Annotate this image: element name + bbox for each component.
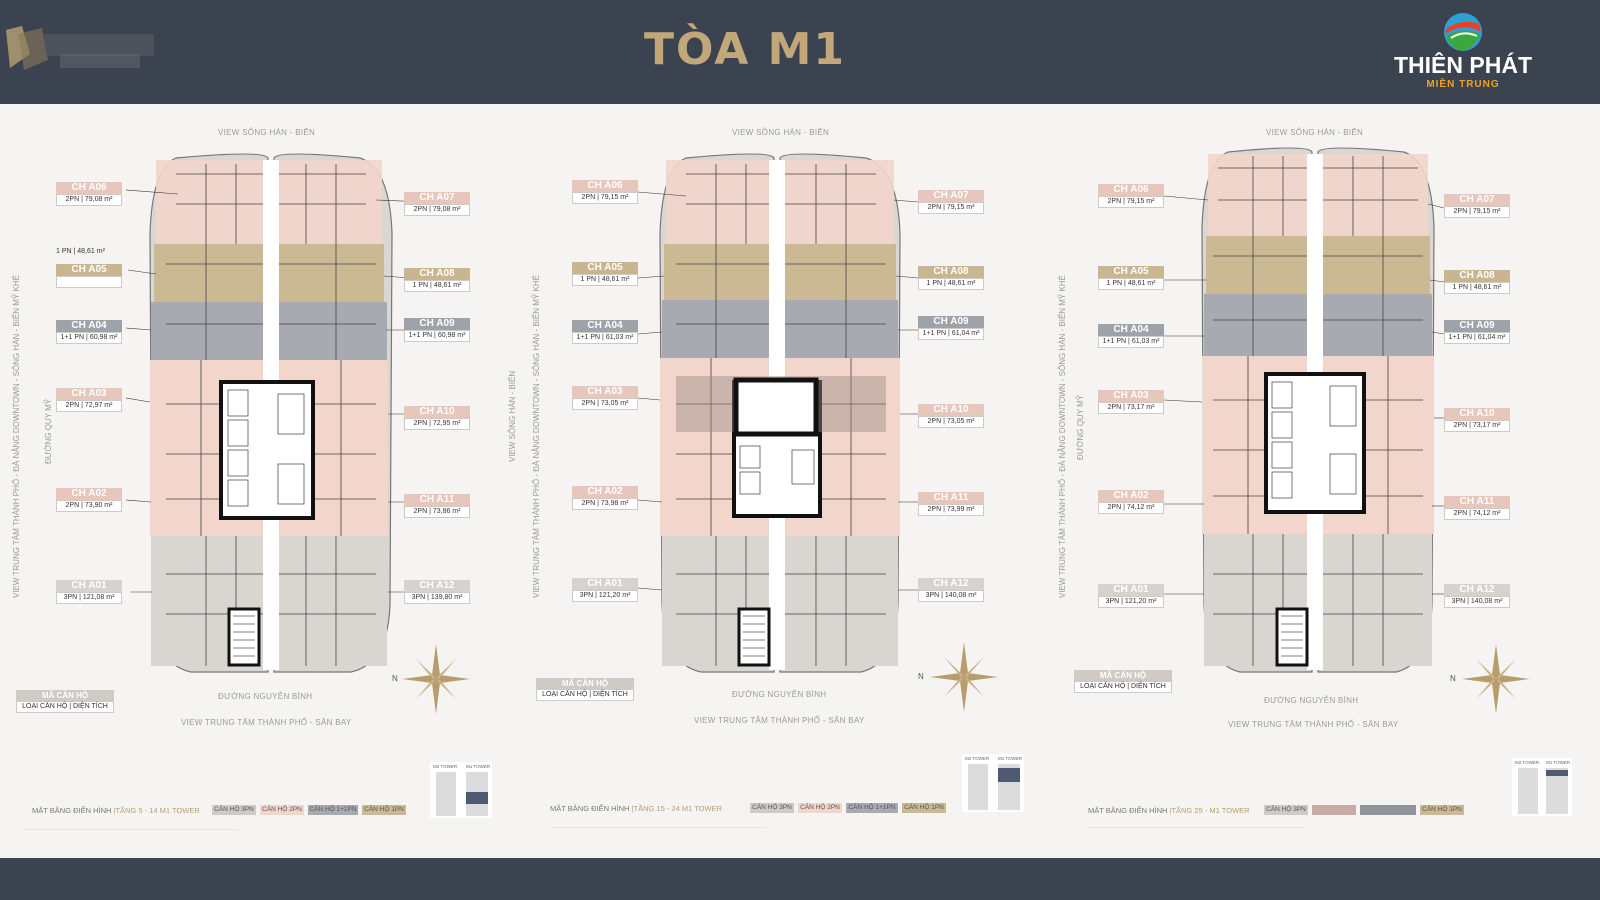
disclaimer-note: ……………………………………………………………………………………………… (22, 826, 238, 832)
header-bar: TÒA M1 THIÊN PHÁT MIỀN TRUNG (0, 0, 1600, 104)
floorplan-drawing (1163, 147, 1445, 673)
brand-subtitle: MIỀN TRUNG (1426, 79, 1500, 90)
brand-logo: THIÊN PHÁT MIỀN TRUNG (1378, 12, 1548, 96)
tower-thumbnail: M2 TOWER M1 TOWER (962, 754, 1024, 812)
typical-floor-label: MẶT BẰNG ĐIỂN HÌNH |TẦNG 15 - 24 M1 TOWE… (550, 804, 722, 813)
floorplan-drawing (125, 153, 427, 673)
view-label-left: VIEW TRUNG TÂM THÀNH PHỐ - ĐÀ NẴNG DOWNT… (1058, 275, 1067, 598)
view-label-top: VIEW SÔNG HÀN - BIỂN (218, 128, 316, 137)
swatch-1-1pn (1360, 805, 1416, 815)
swatch-2pn: CĂN HỘ 2PN (260, 805, 304, 815)
compass-icon (1462, 644, 1530, 714)
unit-a05-area: 1 PN | 48,61 m² (56, 248, 105, 255)
page-title: TÒA M1 (643, 24, 846, 75)
swatch-1-1pn: CĂN HỘ 1+1PN (846, 803, 898, 813)
view-label-left: VIEW TRUNG TÂM THÀNH PHỐ - ĐÀ NẴNG DOWNT… (532, 275, 541, 598)
disclaimer-note: ……………………………………………………………………………………………… (550, 824, 766, 830)
floorplan-panel-1: VIEW SÔNG HÀN - BIỂN ĐƯỜNG NGUYỄN BÌNH V… (6, 104, 530, 858)
street-label-left: ĐƯỜNG QUY MỸ (1076, 394, 1085, 460)
floorplan-panel-3: VIEW SÔNG HÀN - BIỂN ĐƯỜNG NGUYỄN BÌNH V… (1058, 104, 1592, 858)
floorplan-panel-2: VIEW SÔNG HÀN - BIỂN ĐƯỜNG NGUYỄN BÌNH V… (508, 104, 1060, 858)
unit-ch-a05[interactable]: CH A05 (56, 264, 122, 288)
view-label-bottom: VIEW TRUNG TÂM THÀNH PHỐ - SÂN BAY (1228, 720, 1399, 729)
view-label-bottom: VIEW TRUNG TÂM THÀNH PHỐ - SÂN BAY (181, 718, 352, 727)
compass-north-label: N (392, 674, 399, 683)
swatch-1pn: CĂN HỘ 1PN (362, 805, 406, 815)
swatch-3pn: CĂN HỘ 3PN (1264, 805, 1308, 815)
swatch-3pn: CĂN HỘ 3PN (212, 805, 256, 815)
tower-thumbnail: M2 TOWER M1 TOWER (430, 762, 492, 818)
floorplan-drawing (637, 153, 919, 673)
tower-thumbnail: M2 TOWER M1 TOWER (1512, 758, 1572, 816)
swatch-1-1pn: CĂN HỘ 1+1PN (308, 805, 358, 815)
disclaimer-note: ……………………………………………………………………………………………… (1088, 824, 1304, 830)
typical-floor-label: MẶT BẰNG ĐIỂN HÌNH |TẦNG 25 - M1 TOWER (1088, 806, 1250, 815)
view-label-bottom: VIEW TRUNG TÂM THÀNH PHỐ - SÂN BAY (694, 716, 865, 725)
view-label-left: VIEW TRUNG TÂM THÀNH PHỐ - ĐÀ NẴNG DOWNT… (12, 275, 21, 598)
typical-floor-label: MẶT BẰNG ĐIỂN HÌNH |TẦNG 5 - 14 M1 TOWER (32, 806, 200, 815)
swatch-2pn (1312, 805, 1356, 815)
swatch-1pn: CĂN HỘ 1PN (902, 803, 946, 813)
swatch-1pn: CĂN HỘ 1PN (1420, 805, 1464, 815)
swatch-2pn: CĂN HỘ 2PN (798, 803, 842, 813)
view-label-top: VIEW SÔNG HÀN - BIỂN (732, 128, 830, 137)
compass-icon (930, 642, 998, 712)
street-label-bottom: ĐƯỜNG NGUYỄN BÌNH (218, 692, 313, 701)
street-label-bottom: ĐƯỜNG NGUYỄN BÌNH (1264, 696, 1359, 705)
street-label-bottom: ĐƯỜNG NGUYỄN BÌNH (732, 690, 827, 699)
brand-name: THIÊN PHÁT (1394, 52, 1532, 78)
logo-mark (0, 24, 160, 82)
globe-icon (1444, 13, 1482, 51)
street-label-left: VIEW SÔNG HÀN - BIỂN (508, 370, 517, 462)
view-label-top: VIEW SÔNG HÀN - BIỂN (1266, 128, 1364, 137)
swatch-3pn: CĂN HỘ 3PN (750, 803, 794, 813)
street-label-left: ĐƯỜNG QUY MỸ (44, 398, 53, 464)
footer-bar (0, 858, 1600, 900)
compass-north-label: N (918, 672, 925, 681)
compass-north-label: N (1450, 674, 1457, 683)
compass-icon (402, 644, 470, 714)
floorplan-sheet: VIEW SÔNG HÀN - BIỂN ĐƯỜNG NGUYỄN BÌNH V… (0, 104, 1600, 858)
